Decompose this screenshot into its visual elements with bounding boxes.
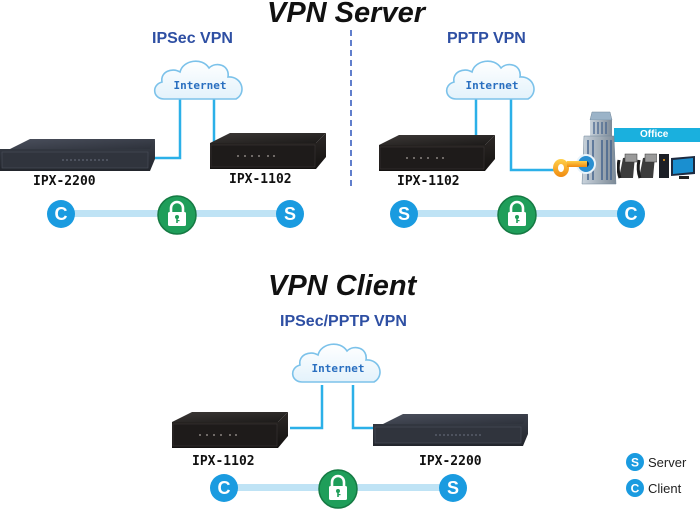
badge-letter: S [398, 204, 410, 224]
ip-phone-icons [617, 153, 657, 179]
client-client-badge: C [210, 474, 238, 502]
badge-letter: C [625, 204, 638, 224]
computer-icon [659, 154, 695, 179]
badge-letter: C [218, 478, 231, 498]
ipsec-lock [157, 195, 197, 235]
internet-cloud-client: Internet [288, 338, 388, 386]
cloud-icon [153, 60, 243, 100]
ipsec-right-device-label: IPX-1102 [229, 172, 292, 187]
cloud-icon [291, 343, 381, 383]
pptp-lock [497, 195, 537, 235]
server-badge-icon: S [626, 453, 644, 471]
pptp-client-badge: C [617, 200, 645, 228]
ipsec-vpn-subtitle: IPSec VPN [152, 30, 233, 47]
lock-icon [318, 469, 358, 509]
key-icon [553, 159, 587, 177]
server-badge-icon: S [276, 200, 304, 228]
vpn-server-title: VPN Server [267, 0, 425, 29]
ip-phone-icon [636, 153, 657, 179]
cloud-label: Internet [311, 362, 365, 375]
legend-label: Server [648, 454, 687, 470]
vpn-client-title: VPN Client [268, 270, 417, 302]
badge-letter: C [55, 204, 68, 224]
ipsec-server-badge: S [276, 200, 304, 228]
ipx-2200-device-icon [0, 139, 155, 171]
client-left-device-label: IPX-1102 [192, 454, 255, 469]
client-badge-icon: C [47, 200, 75, 228]
ip-phone-icon [617, 153, 638, 179]
ipx-2200-device-icon [373, 414, 528, 446]
ipx-1102-device-icon [172, 412, 288, 448]
client-right-device-label-wrap: IPX-2200 [419, 452, 482, 470]
server-badge-icon: S [439, 474, 467, 502]
server-badge-icon: S [390, 200, 418, 228]
legend: S Server C Client [626, 451, 686, 499]
ipsec-left-device-label: IPX-2200 [33, 174, 96, 189]
client-badge-icon: C [210, 474, 238, 502]
pptp-server-badge: S [390, 200, 418, 228]
ipsec-pptp-vpn-subtitle: IPSec/PPTP VPN [280, 313, 407, 330]
badge-letter: S [631, 456, 639, 470]
client-left-device-label-wrap: IPX-1102 [192, 452, 255, 470]
ipsec-client-badge: C [47, 200, 75, 228]
client-lock [318, 469, 358, 509]
ipx-1102-device-icon [210, 133, 326, 169]
office-network: Office [550, 108, 700, 188]
pptp-vpn-subtitle: PPTP VPN [447, 30, 526, 47]
office-building-icon [576, 111, 617, 185]
office-bar [614, 128, 700, 142]
cloud-label: Internet [173, 79, 227, 92]
lock-icon [497, 195, 537, 235]
office-label: Office [640, 129, 669, 140]
ipx-1102-device-icon [379, 135, 495, 171]
legend-item-client: C Client [626, 477, 686, 499]
client-cables [290, 385, 376, 430]
cloud-icon [445, 60, 535, 100]
badge-letter: S [284, 204, 296, 224]
cloud-label: Internet [465, 79, 519, 92]
pptp-left-device-label: IPX-1102 [397, 174, 460, 189]
client-badge-icon: C [626, 479, 644, 497]
internet-cloud-pptp: Internet [442, 55, 542, 103]
section-divider [350, 30, 352, 188]
legend-item-server: S Server [626, 451, 686, 473]
badge-letter: C [631, 482, 640, 496]
internet-cloud-ipsec: Internet [150, 55, 250, 103]
legend-label: Client [648, 480, 682, 496]
client-badge-icon: C [617, 200, 645, 228]
lock-icon [157, 195, 197, 235]
client-server-badge: S [439, 474, 467, 502]
badge-letter: S [447, 478, 459, 498]
client-right-device-label: IPX-2200 [419, 454, 482, 469]
